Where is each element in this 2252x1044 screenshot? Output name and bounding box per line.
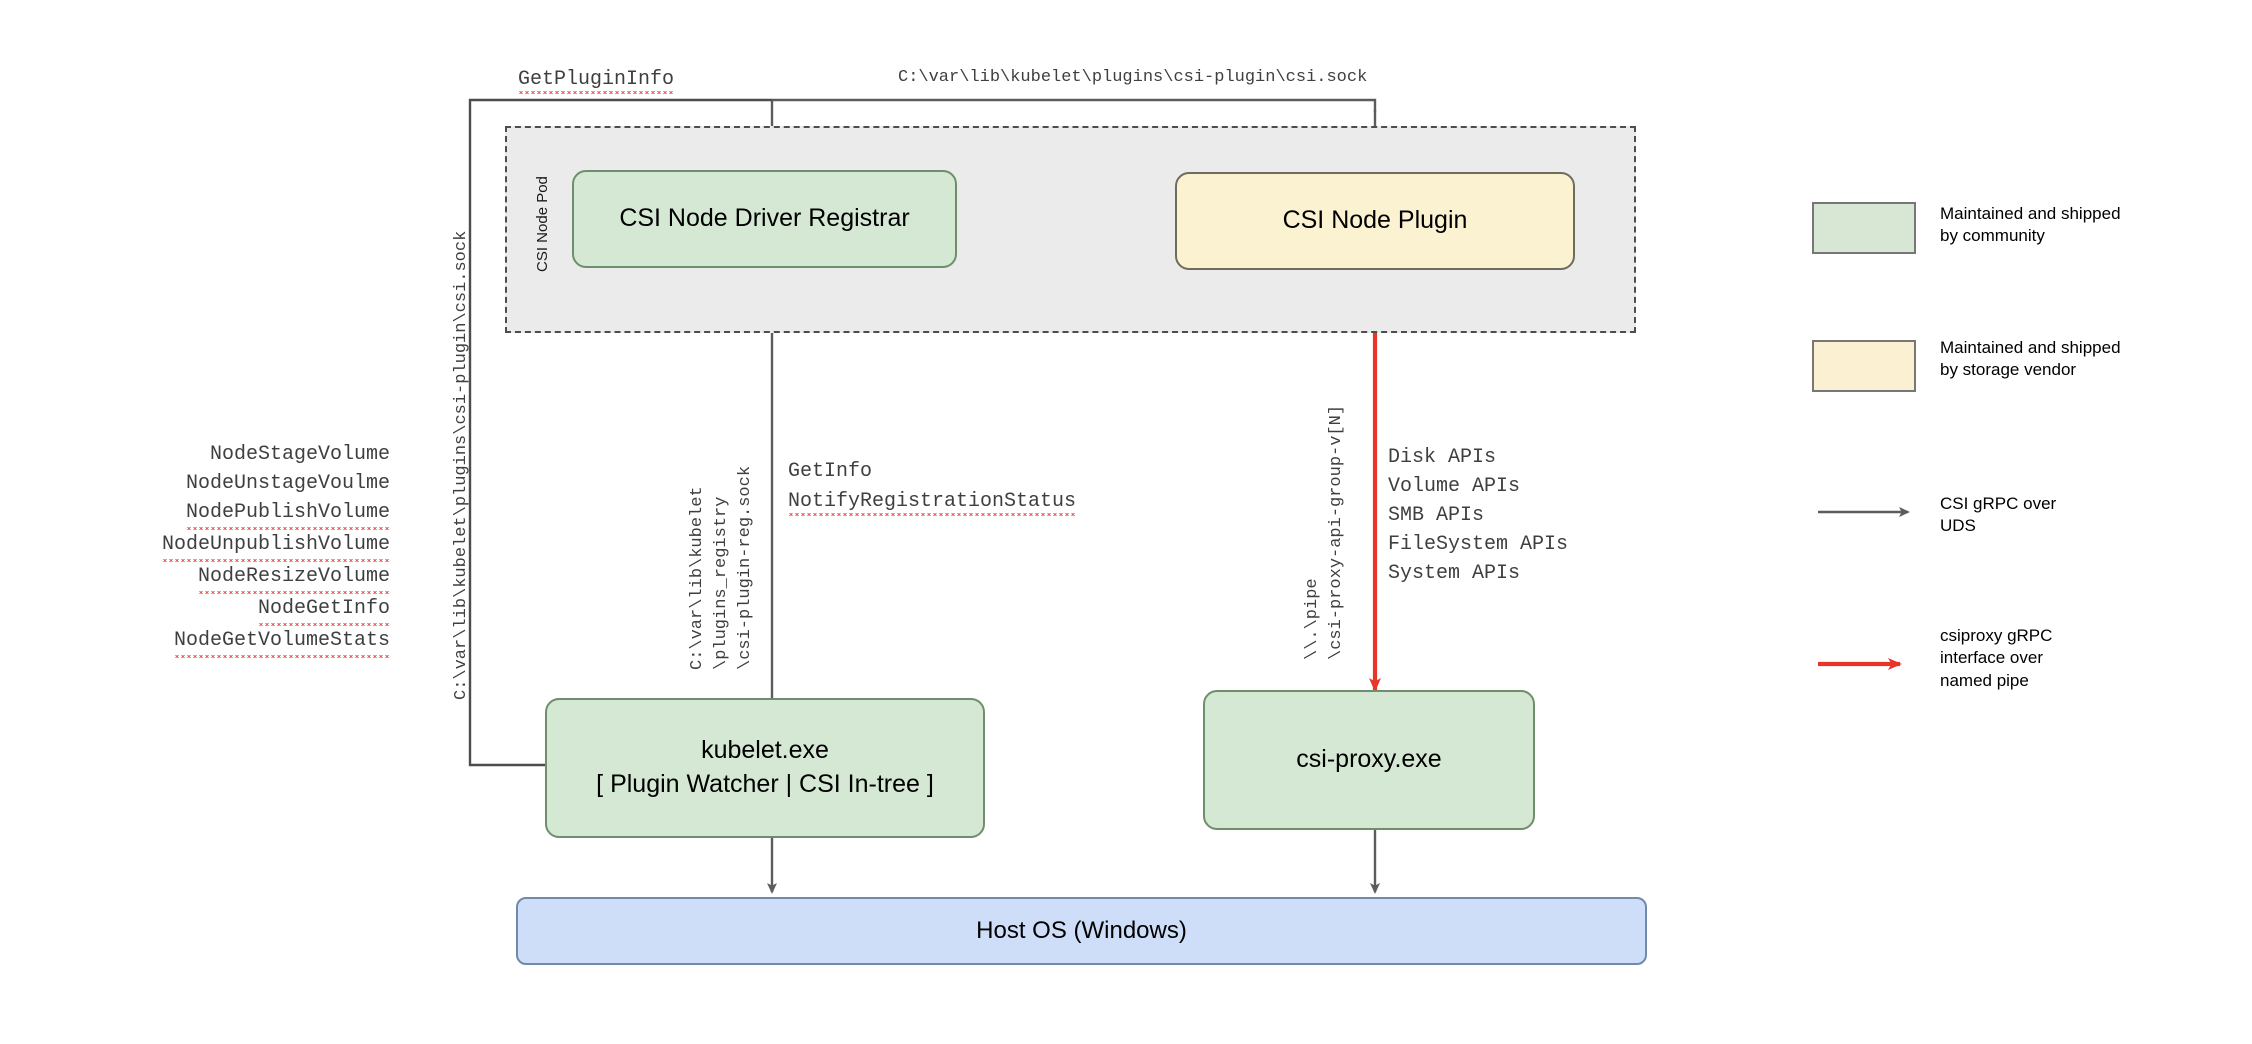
proxy-api-item: Volume APIs [1388,475,1521,498]
annotation-csi-sock-path-top: C:\var\lib\kubelet\plugins\csi-plugin\cs… [898,68,1368,87]
legend-label-community: Maintained and shipped by community [1940,204,2121,246]
annotation-named-pipe-line-2: \csi-proxy-api-group-v[N] [1327,404,1346,660]
node-call-item: NodeUnpublishVolume [161,530,390,562]
node-csi-node-driver-registrar[interactable]: CSI Node Driver Registrar [572,170,957,268]
node-csi-node-plugin[interactable]: CSI Node Plugin [1175,172,1575,270]
csi-node-pod-label: CSI Node Pod [534,176,551,272]
legend-label-csiproxy-grpc: csiproxy gRPC interface over named pipe [1940,626,2053,690]
node-call-item: NodeUnstageVoulme [185,472,390,495]
node-call-item: NodeGetInfo [257,594,390,626]
legend-label-csi-grpc-uds: CSI gRPC over UDS [1940,494,2057,536]
legend-swatch-community [1812,202,1916,254]
proxy-api-item: Disk APIs [1388,446,1497,469]
proxy-api-item: FileSystem APIs [1388,533,1569,556]
connector-csi-sock-horizontal [772,98,1377,112]
annotation-registry-sock-line-1: C:\var\lib\kubelet [688,486,707,670]
annotation-proxy-api-group-list: Disk APIs Volume APIs SMB APIs FileSyste… [1388,443,1568,588]
node-call-item: NodeStageVolume [209,443,390,466]
annotation-notify-registration-status: NotifyRegistrationStatus [788,490,1077,516]
node-call-item: NodeResizeVolume [197,562,390,594]
legend-swatch-vendor [1812,340,1916,392]
annotation-named-pipe-line-1: \\.\pipe [1303,578,1322,660]
annotation-get-plugin-info: GetPluginInfo [518,68,675,94]
annotation-get-info: GetInfo [788,460,873,483]
proxy-api-item: SMB APIs [1388,504,1485,527]
node-kubelet-exe[interactable]: kubelet.exe [ Plugin Watcher | CSI In-tr… [545,698,985,838]
proxy-api-item: System APIs [1388,562,1521,585]
node-call-item: NodePublishVolume [185,498,390,530]
legend-label-vendor: Maintained and shipped by storage vendor [1940,338,2121,380]
node-host-os[interactable]: Host OS (Windows) [516,897,1647,965]
node-csi-proxy-exe[interactable]: csi-proxy.exe [1203,690,1535,830]
node-call-item: NodeGetVolumeStats [173,626,390,658]
kubelet-exe-line-1: kubelet.exe [701,736,829,765]
kubelet-exe-line-2: [ Plugin Watcher | CSI In-tree ] [596,770,934,798]
annotation-registry-sock-line-3: \csi-plugin-reg.sock [736,465,755,670]
annotation-csi-sock-path-vertical: C:\var\lib\kubelet\plugins\csi-plugin\cs… [452,230,471,700]
annotation-registry-sock-line-2: \plugins_registry [712,496,731,670]
annotation-node-service-call-list: NodeStageVolume NodeUnstageVoulme NodePu… [90,440,390,658]
